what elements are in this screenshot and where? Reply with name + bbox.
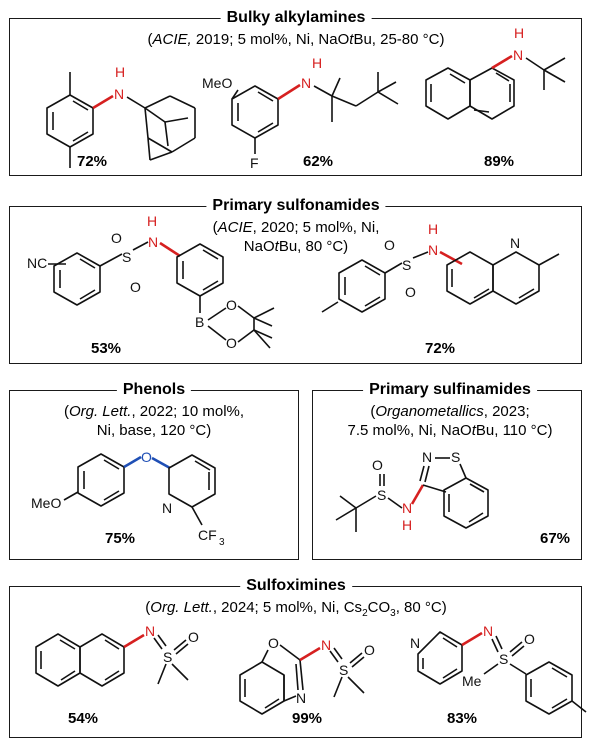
svg-text:MeO: MeO xyxy=(202,75,232,91)
section-title: Phenols xyxy=(116,381,192,399)
svg-text:O: O xyxy=(226,335,237,351)
section-title: Sulfoximines xyxy=(240,577,352,595)
svg-text:N: N xyxy=(296,690,306,706)
svg-text:H: H xyxy=(514,25,524,41)
section-title: Bulky alkylamines xyxy=(220,9,372,27)
svg-text:S: S xyxy=(122,249,131,265)
svg-text:H: H xyxy=(147,213,157,229)
yield-label: 67% xyxy=(539,530,571,547)
svg-text:O: O xyxy=(141,449,152,465)
svg-text:NC: NC xyxy=(27,255,47,271)
svg-text:CF: CF xyxy=(198,527,217,543)
section-conditions: (Org. Lett., 2022; 10 mol%, Ni, base, 12… xyxy=(63,403,245,439)
yield-label: 53% xyxy=(90,340,122,357)
svg-text:N: N xyxy=(301,75,311,91)
svg-text:H: H xyxy=(428,221,438,237)
yield-label: 54% xyxy=(67,710,99,727)
svg-text:N: N xyxy=(510,235,520,251)
section-conditions: (ACIE, 2019; 5 mol%, Ni, NaOtBu, 25-80 °… xyxy=(147,31,445,48)
svg-text:O: O xyxy=(372,457,383,473)
yield-label: 89% xyxy=(483,153,515,170)
svg-text:N: N xyxy=(162,500,172,516)
section-title: Primary sulfonamides xyxy=(206,197,386,215)
svg-text:S: S xyxy=(377,487,386,503)
svg-text:N: N xyxy=(402,500,412,516)
svg-text:S: S xyxy=(402,257,411,273)
section-conditions: (Organometallics, 2023; 7.5 mol%, Ni, Na… xyxy=(347,403,553,439)
section-conditions: (Org. Lett., 2024; 5 mol%, Ni, Cs2CO3, 8… xyxy=(145,599,447,619)
svg-text:3: 3 xyxy=(219,537,225,548)
svg-text:N: N xyxy=(483,623,493,639)
svg-text:H: H xyxy=(115,64,125,80)
svg-text:O: O xyxy=(405,284,416,300)
svg-text:N: N xyxy=(410,635,420,651)
svg-text:O: O xyxy=(111,230,122,246)
svg-text:N: N xyxy=(114,86,124,102)
svg-text:O: O xyxy=(188,629,199,645)
svg-text:O: O xyxy=(226,297,237,313)
svg-text:S: S xyxy=(499,651,508,667)
yield-label: 72% xyxy=(424,340,456,357)
svg-text:N: N xyxy=(321,637,331,653)
svg-text:N: N xyxy=(422,449,432,465)
svg-text:O: O xyxy=(130,279,141,295)
yield-label: 99% xyxy=(291,710,323,727)
svg-text:N: N xyxy=(145,623,155,639)
svg-text:MeO: MeO xyxy=(31,495,61,511)
svg-text:N: N xyxy=(148,234,158,250)
svg-text:N: N xyxy=(513,47,523,63)
svg-text:Me: Me xyxy=(462,673,482,689)
svg-text:S: S xyxy=(339,662,348,678)
svg-text:O: O xyxy=(384,237,395,253)
svg-text:B: B xyxy=(195,314,204,330)
svg-text:F: F xyxy=(250,155,259,171)
yield-label: 72% xyxy=(76,153,108,170)
svg-text:S: S xyxy=(163,649,172,665)
yield-label: 83% xyxy=(446,710,478,727)
svg-text:N: N xyxy=(428,242,438,258)
yield-label: 75% xyxy=(104,530,136,547)
section-title: Primary sulfinamides xyxy=(363,381,537,399)
svg-text:S: S xyxy=(451,449,460,465)
svg-text:O: O xyxy=(364,642,375,658)
svg-text:O: O xyxy=(524,631,535,647)
yield-label: 62% xyxy=(302,153,334,170)
svg-text:H: H xyxy=(312,55,322,71)
svg-text:O: O xyxy=(268,635,279,651)
svg-text:H: H xyxy=(402,517,412,533)
section-conditions: (ACIE, 2020; 5 mol%, Ni, NaOtBu, 80 °C) xyxy=(212,219,380,255)
